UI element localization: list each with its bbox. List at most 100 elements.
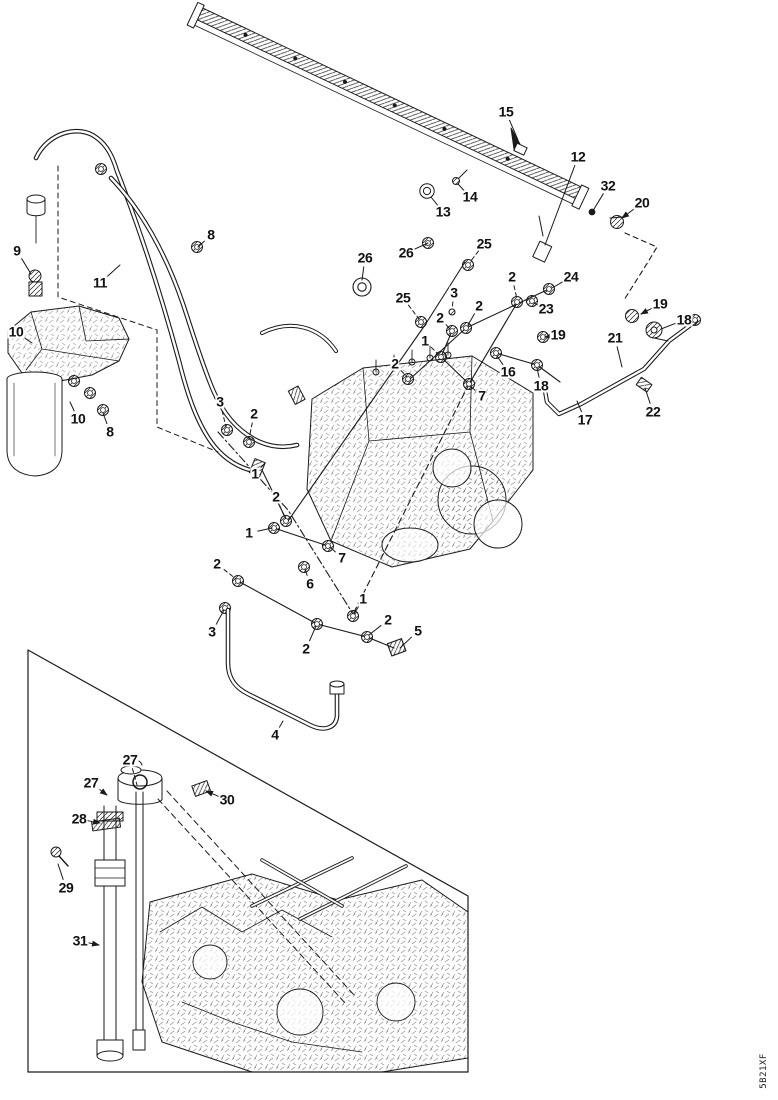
leader-28 [87,818,101,825]
leader-1 [430,346,440,356]
leader-10 [22,336,33,344]
callout-26: 26 [397,244,415,261]
flange-26 [352,277,372,297]
engine-block [141,873,469,1073]
leader-12 [544,164,576,246]
leader-1 [260,462,266,468]
grommet-32 [588,208,596,216]
callout-1: 1 [358,590,368,607]
callout-15: 15 [497,103,515,120]
leader-27 [131,768,138,786]
callout-6: 6 [305,575,315,592]
leader-1 [353,606,359,615]
leader-23 [533,302,539,306]
leader-17 [576,400,583,413]
leader-2 [513,285,518,300]
leader-14 [457,183,465,191]
callout-13: 13 [434,203,452,220]
callout-24: 24 [562,268,580,285]
callout-27: 27 [82,774,100,791]
leader-8 [197,240,205,248]
callout-2: 2 [390,355,400,372]
hose-8 [108,175,300,449]
leader-19 [544,332,553,339]
callout-2: 2 [249,405,259,422]
leader-3 [221,410,227,428]
leader-26 [413,242,429,250]
leader-2 [279,504,286,519]
leader-5 [399,636,412,649]
callout-11: 11 [92,274,108,291]
leader-31 [88,940,100,947]
fuel-filter [6,194,130,477]
callout-30: 30 [218,791,236,808]
filter-element [6,378,63,477]
callout-2: 2 [383,611,393,628]
callout-2: 2 [435,309,445,326]
callout-2: 2 [474,297,484,314]
injection-lines [217,232,658,657]
nut-9 [28,269,42,283]
callout-19: 19 [549,326,567,343]
leader-1 [257,527,273,532]
fitting-15 [513,142,528,156]
clamp-22 [635,376,653,393]
callout-14: 14 [461,188,479,205]
washer-13 [419,183,435,199]
leader-25 [469,250,479,263]
figure-code: 5B21XF [759,1053,769,1089]
dashed-outline [57,165,219,453]
leader-3 [451,301,454,310]
banjo-19 [625,309,639,323]
inlet-elbow [287,385,306,405]
callout-1: 1 [420,332,430,349]
return-line [541,309,701,417]
callout-1: 1 [250,465,260,482]
callout-4: 4 [270,726,280,743]
leader-11 [106,264,121,278]
callout-26: 26 [356,249,374,266]
plug-5 [386,638,407,657]
fitting-12 [532,240,553,263]
leader-18 [536,367,540,378]
hose-4-group [225,607,345,731]
callout-23: 23 [537,300,555,317]
callout-7: 7 [337,549,347,566]
callout-25: 25 [475,235,493,252]
leader-2 [368,625,382,636]
leader-29 [57,863,64,880]
fuel-rail [186,1,625,263]
callout-18: 18 [675,311,693,328]
callout-2: 2 [507,268,517,285]
leader-30 [205,790,220,797]
callout-17: 17 [576,411,594,428]
leader-16 [496,355,504,366]
callout-5: 5 [413,622,423,639]
leader-2 [309,625,317,642]
leader-22 [644,387,651,404]
callout-2: 2 [212,555,222,572]
leader-4 [278,720,284,728]
leader-8 [102,412,108,425]
fuel-hoses [33,128,339,474]
callout-3: 3 [207,623,217,640]
inset-panel [27,649,469,1073]
callout-22: 22 [644,403,662,420]
leader-20 [621,207,636,219]
leader-2 [400,370,408,378]
leader-2 [445,324,451,330]
bolt-29 [50,846,62,858]
leader-26 [361,266,365,281]
callout-27: 27 [121,751,139,768]
callout-12: 12 [569,148,587,165]
leader-9 [21,258,32,275]
leader-25 [407,304,420,320]
leader-24 [551,281,564,289]
leader-10 [69,401,75,412]
leader-2 [467,313,475,326]
callout-28: 28 [70,810,88,827]
injection-pump [248,342,534,568]
callout-9: 9 [12,242,22,259]
